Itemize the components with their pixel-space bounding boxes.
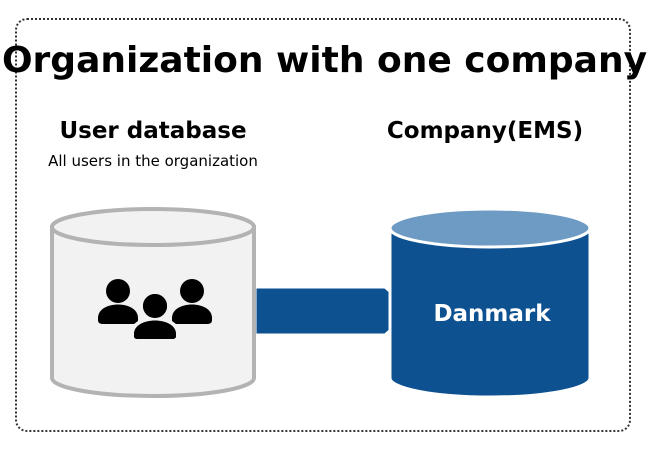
- company-title: Company(EMS): [386, 118, 584, 144]
- company-name-label: Danmark: [433, 301, 551, 327]
- user-database-subtitle: All users in the organization: [48, 152, 258, 170]
- page-title: Organization with one company: [1, 40, 648, 81]
- users-group-icon: [98, 279, 212, 342]
- organization-frame: [15, 18, 631, 432]
- user-database-title: User database: [59, 118, 247, 144]
- company-cylinder: [388, 207, 592, 399]
